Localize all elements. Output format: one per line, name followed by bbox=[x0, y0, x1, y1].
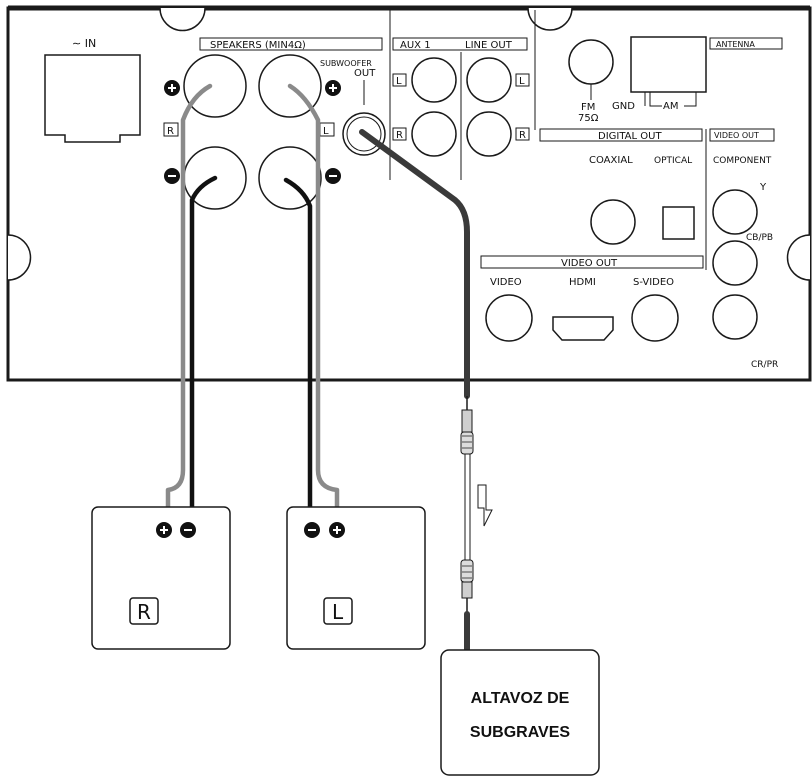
video-out-label: VIDEO OUT bbox=[561, 258, 618, 269]
subwoofer-label-line1: ALTAVOZ DE bbox=[471, 690, 570, 707]
line-out-l-box bbox=[515, 73, 530, 87]
subwoofer-out-line2: OUT bbox=[354, 68, 376, 79]
wire-left-positive bbox=[287, 83, 340, 511]
hdmi-port bbox=[552, 316, 614, 341]
component-y-jack bbox=[712, 189, 758, 235]
top-notch-2 bbox=[527, 7, 573, 31]
component-label: COMPONENT bbox=[713, 156, 772, 166]
s-video-jack bbox=[631, 294, 679, 342]
direction-arrow-icon bbox=[477, 484, 493, 527]
subwoofer-cable-top bbox=[359, 129, 470, 399]
right-speaker-label: R bbox=[137, 600, 151, 624]
left-speaker-label: L bbox=[332, 600, 344, 624]
y-label: Y bbox=[759, 182, 767, 193]
am-leader bbox=[644, 92, 697, 107]
video-jack bbox=[485, 294, 533, 342]
right-speaker-plus-icon bbox=[156, 522, 172, 538]
line-out-r-jack bbox=[466, 111, 512, 157]
panel-r-box bbox=[163, 122, 179, 137]
panel-plus-left bbox=[325, 80, 341, 96]
speakers-header: SPEAKERS (MIN4Ω) bbox=[210, 40, 306, 51]
digital-out-header-box bbox=[539, 128, 703, 142]
video-out-header-box bbox=[480, 255, 704, 269]
antenna-label: ANTENNA bbox=[716, 40, 755, 49]
panel-l-letter: L bbox=[323, 126, 329, 137]
cr-pr-label: CR/PR bbox=[751, 360, 778, 370]
component-cb-jack bbox=[712, 240, 758, 286]
coaxial-jack bbox=[590, 199, 636, 245]
optical-jack bbox=[662, 206, 695, 240]
antenna-header-box bbox=[709, 37, 783, 50]
right-speaker-box bbox=[91, 506, 231, 650]
wire-right-negative bbox=[189, 175, 218, 511]
panel-r-letter: R bbox=[167, 126, 174, 137]
rca-plug-top bbox=[460, 396, 474, 455]
wire-left-negative bbox=[283, 177, 313, 511]
line-out-l-letter: L bbox=[519, 76, 525, 87]
right-speaker-minus-icon bbox=[180, 522, 196, 538]
rca-plug-bottom bbox=[460, 559, 474, 612]
subwoofer-label-line2: SUBGRAVES bbox=[470, 724, 570, 741]
hdmi-label: HDMI bbox=[569, 277, 596, 288]
cb-pb-label: CB/PB bbox=[746, 233, 773, 243]
am-label: AM bbox=[663, 101, 678, 112]
panel-minus-right bbox=[164, 168, 180, 184]
fm-antenna-jack bbox=[568, 39, 614, 85]
video-out-component-header-box bbox=[709, 128, 775, 142]
aux-r-box bbox=[392, 127, 407, 141]
terminal-right-positive bbox=[183, 54, 247, 118]
optical-label: OPTICAL bbox=[654, 156, 692, 166]
right-speaker-letter-box bbox=[129, 597, 159, 625]
aux-r-jack bbox=[411, 111, 457, 157]
subwoofer-out-line1: SUBWOOFER bbox=[320, 59, 372, 68]
left-speaker-plus-icon bbox=[329, 522, 345, 538]
ac-in-socket bbox=[44, 54, 141, 143]
fm-label: FM bbox=[581, 102, 595, 113]
panel-minus-left bbox=[325, 168, 341, 184]
line-out-r-letter: R bbox=[519, 130, 526, 141]
am-antenna-block bbox=[630, 36, 707, 93]
s-video-label: S-VIDEO bbox=[633, 277, 674, 288]
aux1-label: AUX 1 bbox=[400, 40, 431, 51]
aux-header-box bbox=[392, 37, 528, 51]
aux-r-letter: R bbox=[396, 130, 403, 141]
left-speaker-box bbox=[286, 506, 426, 650]
digital-out-label: DIGITAL OUT bbox=[598, 131, 662, 142]
aux-l-box bbox=[392, 73, 407, 87]
wire-right-positive bbox=[165, 83, 213, 511]
subwoofer-box bbox=[440, 649, 600, 776]
aux-l-jack bbox=[411, 57, 457, 103]
speakers-header-box bbox=[199, 37, 383, 51]
component-cr-jack bbox=[712, 294, 758, 340]
line-out-l-jack bbox=[466, 57, 512, 103]
coaxial-label: COAXIAL bbox=[589, 155, 633, 166]
line-out-label: LINE OUT bbox=[465, 40, 513, 51]
left-speaker-minus-icon bbox=[304, 522, 320, 538]
line-out-r-box bbox=[515, 127, 530, 141]
fm-ohm-label: 75Ω bbox=[578, 113, 599, 124]
left-speaker-letter-box bbox=[323, 597, 353, 625]
video-label: VIDEO bbox=[490, 277, 522, 288]
ac-in-label: ∼ IN bbox=[72, 37, 96, 50]
aux-l-letter: L bbox=[396, 76, 402, 87]
top-notch-1 bbox=[159, 7, 206, 32]
terminal-left-negative bbox=[258, 146, 322, 210]
panel-plus-right bbox=[164, 80, 180, 96]
gnd-label: GND bbox=[612, 101, 635, 112]
video-out-component-label: VIDEO OUT bbox=[714, 131, 759, 140]
right-notch bbox=[786, 234, 811, 281]
left-notch bbox=[7, 234, 32, 281]
